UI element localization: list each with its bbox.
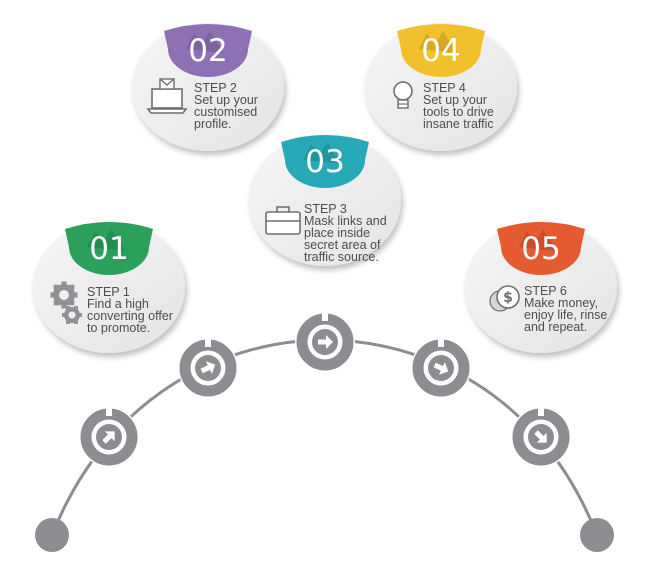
step-number: 01 [89,231,128,267]
svg-text:$: $ [503,290,513,306]
step-number-badge: 01 [65,222,153,275]
step-description-line: insane traffic [423,117,494,131]
step-description-line: place inside [304,226,370,240]
arrow-down-right-icon [534,430,547,443]
step-heading: STEP 2 [194,81,237,95]
gears-icon [50,281,82,324]
step-number: 04 [421,33,460,69]
step-description-line: converting offer [87,309,173,323]
timeline-nodes [79,307,571,467]
step-description-line: Set up your [194,93,258,107]
step-number-badge: 03 [281,135,369,188]
timeline-node [178,333,238,398]
lightbulb-icon [393,81,413,109]
step-description-line: enjoy life, rinse [524,308,607,322]
step-description-line: secret area of [304,238,381,252]
step-description-line: tools to drive [423,105,494,119]
step-heading: STEP 3 [304,202,347,216]
step-description-line: to promote. [87,321,150,335]
step-heading: STEP 6 [524,284,567,298]
laptop-mail-icon [146,78,188,114]
step-description-line: Make money, [524,296,598,310]
step-number: 05 [521,231,560,267]
step-number-badge: 05 [497,222,585,275]
briefcase-icon [265,206,301,235]
step-description-line: profile. [194,117,232,131]
step-description-line: Find a high [87,297,149,311]
timeline-start-dot [35,518,69,552]
timeline-end-dot [580,518,614,552]
timeline-node [295,307,355,372]
step-description-line: and repeat. [524,320,587,334]
dollar-coin-icon: $ [489,285,520,312]
timeline-node [411,333,471,398]
step-heading: STEP 4 [423,81,466,95]
step-description-line: Mask links and [304,214,387,228]
step-number: 02 [188,33,227,69]
step-description-line: Set up your [423,93,487,107]
step-number: 03 [305,144,344,180]
step-number-badge: 04 [397,24,485,77]
step-description-line: traffic source. [304,250,379,264]
timeline-node [79,402,139,467]
arrow-up-right-icon [200,361,216,374]
timeline-node [511,402,571,467]
step-number-badge: 02 [164,24,252,77]
arrow-down-right-icon [433,362,449,375]
step-description-line: customised [194,105,257,119]
step-heading: STEP 1 [87,285,130,299]
arrow-up-right-icon [102,431,115,444]
arrow-right-icon [318,335,333,349]
